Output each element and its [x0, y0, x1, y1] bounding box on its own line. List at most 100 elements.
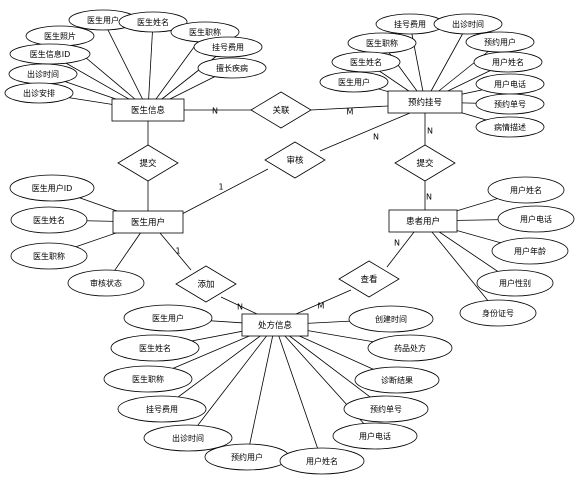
attribute-label: 擅长疾病: [216, 63, 248, 73]
doctor-user-attribute: 医生用户ID: [9, 174, 95, 202]
attribute-label: 出诊安排: [23, 88, 55, 98]
entity-box: [241, 313, 309, 337]
cardinality-patient-view: N: [394, 239, 400, 248]
attribute-ellipse: [279, 447, 365, 475]
entity-box: [111, 98, 185, 122]
relation-label: 提交: [416, 158, 434, 169]
attribute-label: 药品处方: [394, 343, 426, 353]
doctor-info-attribute: 医生姓名: [118, 11, 188, 33]
attribute-ellipse: [117, 395, 207, 423]
attribute-ellipse: [193, 36, 263, 58]
attribute-ellipse: [476, 269, 554, 297]
attribute-ellipse: [319, 71, 389, 93]
cardinality-prescription-view: M: [318, 302, 325, 311]
attribute-label: 医生照片: [44, 31, 76, 41]
doctor-user-attribute: 医生姓名: [10, 206, 88, 234]
relation-add: 添加: [175, 265, 237, 303]
entity-prescription: 处方信息: [241, 313, 309, 337]
attribute-ellipse: [197, 57, 267, 79]
registration-attr-connector: [424, 23, 469, 103]
attribute-ellipse: [433, 13, 503, 35]
prescription-attr-connector: [161, 324, 276, 410]
attribute-label: 预约用户: [484, 37, 516, 47]
registration-attribute: 病情描述: [475, 116, 545, 138]
attribute-label: 挂号费用: [146, 404, 178, 414]
add-prescription-line: [220, 296, 258, 315]
doctor-user-review-line: [181, 168, 269, 215]
prescription-attr-connector: [246, 324, 276, 458]
attribute-ellipse: [473, 51, 543, 73]
registration-attribute: 预约单号: [475, 93, 545, 115]
attribute-ellipse: [331, 51, 401, 73]
relation-submit-right: 提交: [394, 144, 456, 182]
relation-diamond: [175, 265, 237, 303]
attribute-ellipse: [343, 395, 429, 423]
connector-lines: [38, 19, 537, 462]
relation-label: 添加: [197, 279, 214, 290]
prescription-attribute: 挂号费用: [117, 395, 207, 423]
attribute-label: 医生职称: [132, 374, 164, 384]
cardinality-doctor-info-link: N: [212, 107, 218, 116]
attribute-label: 医生用户ID: [32, 183, 73, 193]
attribute-label: 用户姓名: [306, 456, 338, 466]
attribute-label: 出诊时间: [452, 19, 484, 29]
cardinality-patient-submit: N: [426, 193, 432, 202]
attribute-label: 出诊时间: [172, 433, 204, 443]
prescription-attribute: 诊断结果: [354, 366, 440, 394]
attribute-label: 医生姓名: [137, 17, 169, 27]
prescription-attribute: 药品处方: [367, 334, 453, 362]
review-registration-line: [319, 112, 411, 152]
patient-user-attribute: 用户年龄: [491, 237, 569, 265]
registration-attr-connector: [409, 23, 426, 103]
attribute-label: 用户年龄: [514, 246, 546, 256]
attribute-ellipse: [348, 305, 434, 333]
attribute-ellipse: [118, 11, 188, 33]
doctor-info-attribute: 医生照片: [25, 25, 95, 47]
entity-box: [387, 90, 463, 114]
attribute-ellipse: [475, 116, 545, 138]
entity-label: 医生用户: [131, 217, 165, 228]
relation-diamond: [338, 260, 400, 298]
doctor-info-attribute: 医生信息ID: [9, 43, 91, 65]
attribute-ellipse: [10, 242, 88, 270]
attribute-label: 创建时间: [375, 314, 407, 324]
attribute-ellipse: [475, 93, 545, 115]
attribute-ellipse: [354, 366, 440, 394]
relation-review: 审核: [264, 141, 326, 179]
entity-label: 预约挂号: [408, 97, 442, 108]
prescription-attribute: 用户电话: [332, 422, 418, 450]
attribute-label: 用户姓名: [492, 57, 524, 67]
attribute-ellipse: [4, 82, 74, 104]
prescription-attr-connector: [187, 324, 276, 439]
registration-attribute: 医生职称: [347, 32, 417, 54]
attribute-label: 审核状态: [90, 278, 122, 288]
attribute-label: 用户电话: [494, 79, 526, 89]
attribute-label: 医生职称: [366, 38, 398, 48]
relation-label: 关联: [272, 105, 290, 116]
prescription-attribute: 医生职称: [103, 365, 193, 393]
prescription-attr-connector: [274, 324, 323, 462]
registration-attribute: 用户姓名: [473, 51, 543, 73]
attribute-label: 病情描述: [494, 122, 526, 132]
attribute-label: 诊断结果: [381, 375, 413, 385]
attribute-label: 预约单号: [494, 99, 526, 109]
cardinality-prescription-add: N: [237, 303, 243, 312]
relation-label: 审核: [286, 155, 304, 166]
relation-diamond: [117, 144, 179, 182]
entity-registration: 预约挂号: [387, 90, 463, 114]
attribute-ellipse: [497, 205, 575, 233]
attribute-label: 用户电话: [359, 431, 391, 441]
attribute-label: 预约用户: [231, 452, 263, 462]
link-registration-line: [310, 105, 389, 111]
prescription-attribute: 出诊时间: [143, 424, 233, 452]
attribute-label: 医生姓名: [350, 57, 382, 67]
attribute-ellipse: [491, 237, 569, 265]
attribute-label: 医生职称: [189, 27, 221, 37]
attribute-ellipse: [459, 299, 537, 327]
attribute-ellipse: [110, 334, 200, 362]
cardinality-doctor-user-review: 1: [218, 183, 223, 192]
attribute-ellipse: [10, 206, 88, 234]
attribute-label: 医生职称: [33, 251, 65, 261]
prescription-attribute: 医生姓名: [110, 334, 200, 362]
